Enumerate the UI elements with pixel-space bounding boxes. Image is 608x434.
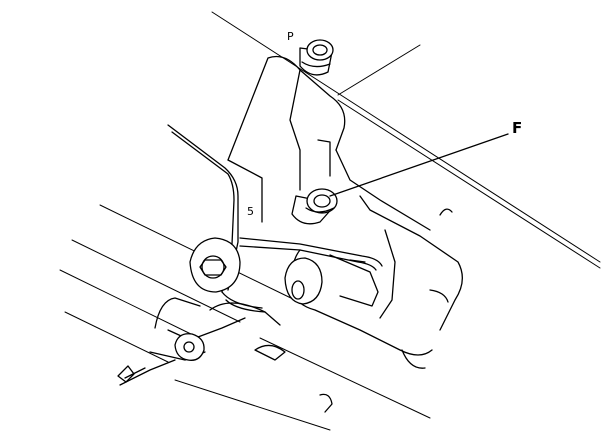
- harness-tube: [119, 124, 383, 386]
- part-label-p: P: [287, 30, 294, 43]
- callout-leader-line: [329, 133, 509, 197]
- top-bolt: [299, 39, 334, 76]
- frame-lines: [59, 11, 601, 431]
- housing-boss: [284, 257, 323, 305]
- lower-clamp: [117, 333, 205, 383]
- clamp-bracket: [189, 237, 241, 293]
- middle-bolt: [291, 188, 338, 225]
- callout-label-f: F: [512, 119, 522, 137]
- part-label-5: 5: [247, 205, 254, 218]
- housing-outline: [154, 55, 463, 413]
